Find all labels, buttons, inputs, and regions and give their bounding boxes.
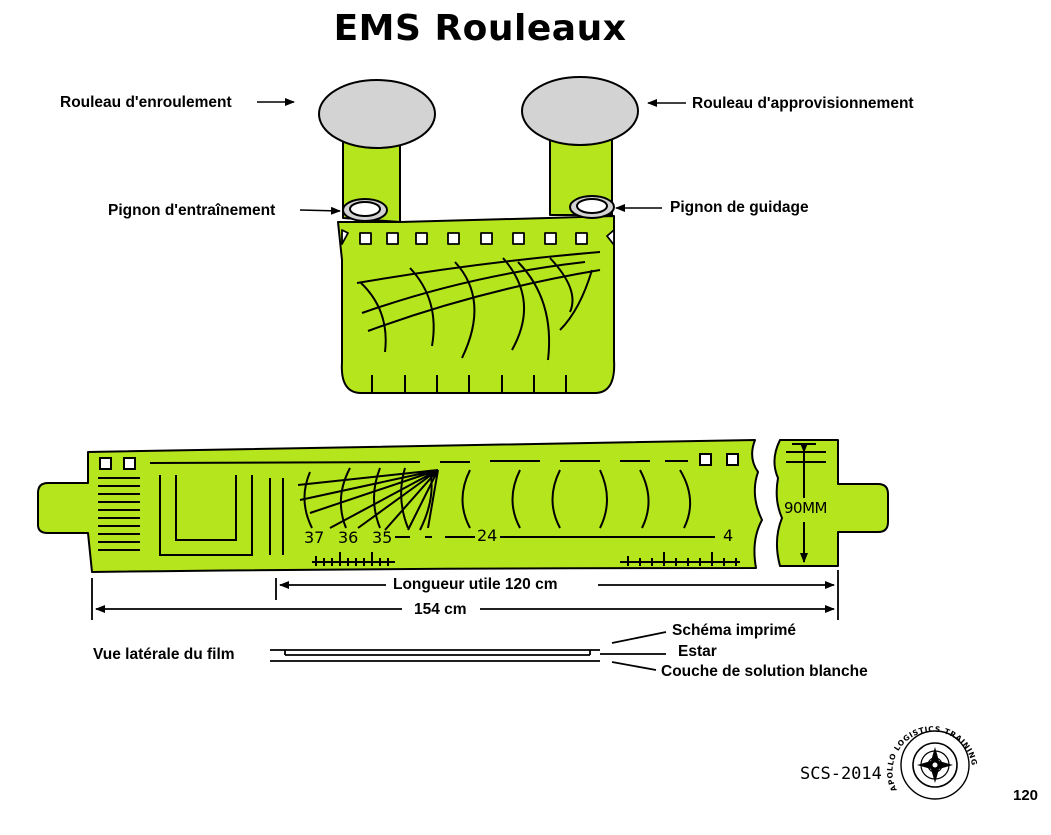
- top-label-arrows: [257, 98, 686, 215]
- film-side-view-drawing: [270, 631, 667, 671]
- sheet-pattern: [356, 251, 601, 361]
- label-estar: Estar: [678, 643, 717, 660]
- perforations: [341, 229, 615, 246]
- label-guide-sprocket: Pignon de guidage: [670, 199, 809, 216]
- supply-roll: [521, 76, 639, 146]
- label-printed-pattern: Schéma imprimé: [672, 622, 797, 639]
- logo-text: APOLLO LOGISTICS TRAINING: [885, 725, 978, 793]
- label-takeup-roll: Rouleau d'enroulement: [60, 94, 232, 111]
- scale-number-24: 24: [477, 526, 498, 545]
- film-sheet: [337, 215, 616, 394]
- label-film-side-view: Vue latérale du film: [93, 646, 235, 663]
- scale-number-4: 4: [723, 526, 734, 545]
- label-drive-sprocket: Pignon d'entraînement: [108, 202, 276, 219]
- page-title: EMS Rouleaux: [333, 8, 627, 49]
- scale-number-36: 36: [338, 528, 359, 547]
- scale-number-35: 35: [372, 528, 393, 547]
- label-supply-roll: Rouleau d'approvisionnement: [692, 95, 914, 112]
- takeup-roll: [318, 79, 436, 149]
- film-strip-end: [773, 439, 889, 567]
- guide-sprocket: [569, 195, 615, 219]
- svg-text:APOLLO LOGISTICS TRAINING: APOLLO LOGISTICS TRAINING: [885, 725, 979, 793]
- drive-sprocket: [342, 198, 388, 222]
- label-white-coat: Couche de solution blanche: [661, 663, 868, 680]
- page-number: 120: [1013, 787, 1039, 804]
- sheet-bottom-ticks: [371, 375, 567, 393]
- label-useful-length: Longueur utile 120 cm: [393, 576, 558, 593]
- film-strip-pattern: [98, 443, 826, 566]
- roll-assembly: [318, 76, 639, 394]
- label-width-90mm: 90MM: [784, 499, 827, 517]
- dimension-lines: [91, 570, 839, 620]
- doc-code: SCS-2014: [800, 764, 882, 784]
- apollo-logo: [900, 730, 970, 800]
- scale-number-37: 37: [304, 528, 325, 547]
- label-total-length: 154 cm: [414, 601, 467, 618]
